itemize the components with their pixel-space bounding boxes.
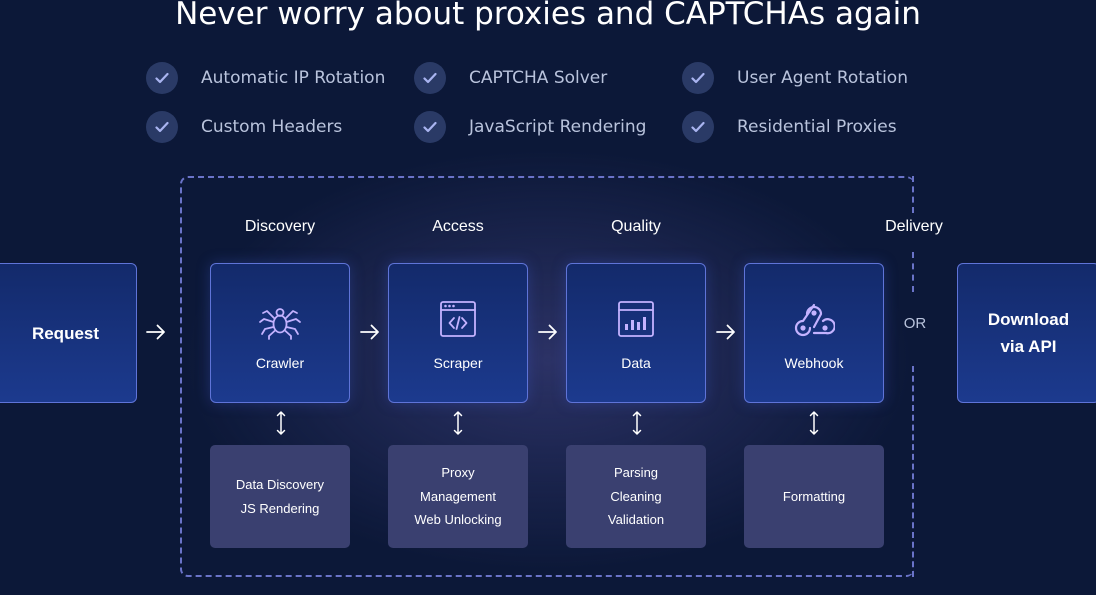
feature-label: CAPTCHA Solver bbox=[469, 68, 608, 88]
detail-item: Web Unlocking bbox=[414, 512, 502, 528]
scraper-card: Scraper bbox=[388, 263, 528, 403]
feature-label: Custom Headers bbox=[201, 117, 343, 137]
detail-item: Cleaning bbox=[610, 488, 662, 504]
discovery-details-card: Data Discovery JS Rendering bbox=[210, 445, 350, 548]
scraper-card-label: Scraper bbox=[433, 355, 483, 371]
feature-captcha-solver: CAPTCHA Solver bbox=[414, 62, 607, 94]
feature-label: User Agent Rotation bbox=[737, 68, 908, 88]
feature-label: Residential Proxies bbox=[737, 117, 897, 137]
check-icon bbox=[414, 62, 446, 94]
delivery-details-card: Formatting bbox=[744, 445, 884, 548]
feature-javascript-rendering: JavaScript Rendering bbox=[414, 111, 646, 143]
request-label: Request bbox=[31, 323, 100, 343]
arrow-up-down-icon bbox=[632, 411, 642, 435]
feature-custom-headers: Custom Headers bbox=[146, 111, 342, 143]
feature-residential-proxies: Residential Proxies bbox=[682, 111, 897, 143]
detail-item: Proxy bbox=[441, 465, 475, 481]
feature-automatic-ip-rotation: Automatic IP Rotation bbox=[146, 62, 385, 94]
check-icon bbox=[414, 111, 446, 143]
check-icon bbox=[146, 62, 178, 94]
download-label-line1: Download bbox=[987, 310, 1070, 329]
request-card: Request bbox=[0, 263, 137, 403]
check-icon bbox=[682, 62, 714, 94]
frame-right-edge-lower bbox=[912, 366, 914, 577]
access-details-card: Proxy Management Web Unlocking bbox=[388, 445, 528, 548]
feature-label: Automatic IP Rotation bbox=[201, 68, 386, 88]
or-label: OR bbox=[903, 315, 927, 332]
quality-details-card: Parsing Cleaning Validation bbox=[566, 445, 706, 548]
pipeline-frame bbox=[180, 176, 914, 577]
detail-item: Data Discovery bbox=[235, 477, 325, 492]
stage-label-discovery: Discovery bbox=[244, 218, 316, 235]
feature-label: JavaScript Rendering bbox=[469, 117, 647, 137]
stage-label-access: Access bbox=[432, 218, 484, 235]
check-icon bbox=[146, 111, 178, 143]
detail-item: Formatting bbox=[782, 488, 846, 504]
webhook-icon bbox=[794, 303, 835, 337]
arrow-up-down-icon bbox=[453, 411, 463, 435]
page-title: Never worry about proxies and CAPTCHAs a… bbox=[175, 0, 921, 32]
feature-user-agent-rotation: User Agent Rotation bbox=[682, 62, 908, 94]
detail-item: Parsing bbox=[613, 465, 659, 481]
stage-label-quality: Quality bbox=[611, 218, 661, 235]
arrow-up-down-icon bbox=[809, 411, 819, 435]
download-via-api-card: Download via API bbox=[957, 263, 1096, 403]
detail-item: JS Rendering bbox=[240, 500, 320, 516]
data-card-label: Data bbox=[621, 355, 651, 371]
data-card: Data bbox=[566, 263, 706, 403]
check-icon bbox=[682, 111, 714, 143]
code-window-icon bbox=[440, 301, 476, 337]
crawler-card-label: Crawler bbox=[255, 355, 305, 371]
detail-item: Management bbox=[420, 488, 496, 504]
frame-right-edge-upper bbox=[912, 252, 914, 292]
download-label-line2: via API bbox=[1000, 337, 1057, 356]
arrow-up-down-icon bbox=[276, 411, 286, 435]
webhook-card: Webhook bbox=[744, 263, 884, 403]
detail-item: Validation bbox=[607, 512, 665, 528]
arrow-right-icon bbox=[360, 324, 379, 340]
webhook-card-label: Webhook bbox=[784, 355, 844, 371]
bar-chart-icon bbox=[618, 301, 654, 337]
arrow-right-icon bbox=[716, 324, 735, 340]
stage-label-delivery: Delivery bbox=[885, 218, 943, 235]
frame-right-edge-top bbox=[912, 176, 914, 213]
crawler-card: Crawler bbox=[210, 263, 350, 403]
spider-icon bbox=[259, 308, 301, 340]
arrow-right-icon bbox=[146, 324, 165, 340]
arrow-right-icon bbox=[538, 324, 557, 340]
